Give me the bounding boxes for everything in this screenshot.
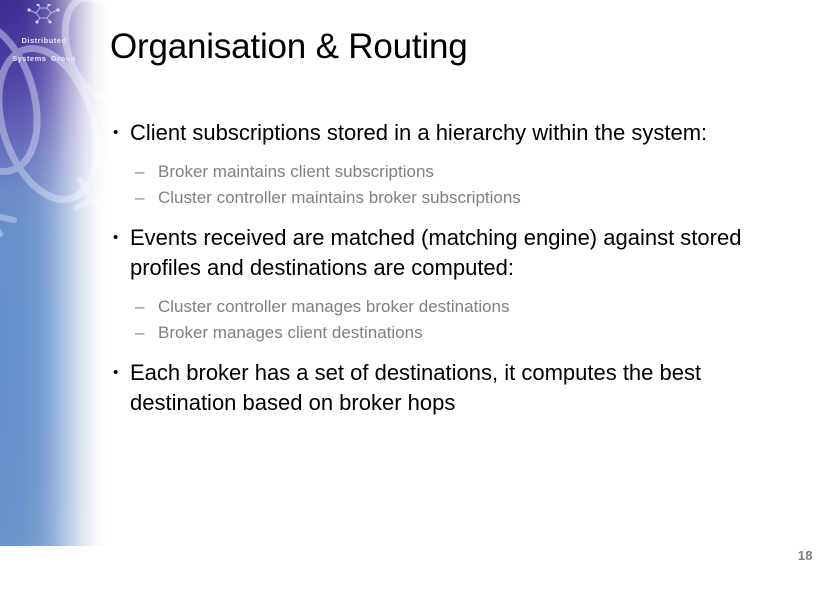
logo: Distributed Systems Group (6, 3, 82, 66)
sub-bullet-item: – Broker manages client destinations (108, 320, 808, 346)
sub-bullet-text: Cluster controller maintains broker subs… (158, 188, 521, 207)
sub-bullet-text: Cluster controller manages broker destin… (158, 297, 510, 316)
bullet-text: Events received are matched (matching en… (130, 225, 742, 280)
bullet-item: • Events received are matched (matching … (108, 223, 808, 283)
page-title: Organisation & Routing (110, 27, 468, 66)
bullet-marker: • (113, 124, 119, 141)
bullet-marker: • (113, 229, 119, 246)
sub-bullet-marker: – (135, 188, 145, 207)
sub-bullet-item: – Broker maintains client subscriptions (108, 159, 808, 185)
sub-bullet-marker: – (135, 297, 145, 316)
logo-line-2: Systems (12, 54, 47, 63)
sub-bullet-item: – Cluster controller manages broker dest… (108, 294, 808, 320)
sub-bullet-item: – Cluster controller maintains broker su… (108, 185, 808, 211)
bullet-item: • Each broker has a set of destinations,… (108, 358, 808, 418)
bullet-text: Client subscriptions stored in a hierarc… (130, 120, 708, 145)
logo-line-1: Distributed (21, 36, 67, 45)
sub-bullet-marker: – (135, 323, 145, 342)
molecule-network-icon (6, 3, 82, 29)
sub-bullet-text: Broker maintains client subscriptions (158, 162, 434, 181)
bullet-marker: • (113, 364, 119, 381)
sidebar-white-fade (0, 0, 108, 546)
slide-sidebar-decoration: Distributed Systems Group (0, 0, 108, 546)
bullet-item: • Client subscriptions stored in a hiera… (108, 118, 808, 148)
page-number: 18 (797, 548, 813, 563)
logo-line-3: Group (50, 54, 76, 63)
sub-bullet-marker: – (135, 162, 145, 181)
sub-bullet-text: Broker manages client destinations (158, 323, 423, 342)
bullet-text: Each broker has a set of destinations, i… (130, 360, 702, 415)
slide-body: • Client subscriptions stored in a hiera… (108, 118, 808, 420)
